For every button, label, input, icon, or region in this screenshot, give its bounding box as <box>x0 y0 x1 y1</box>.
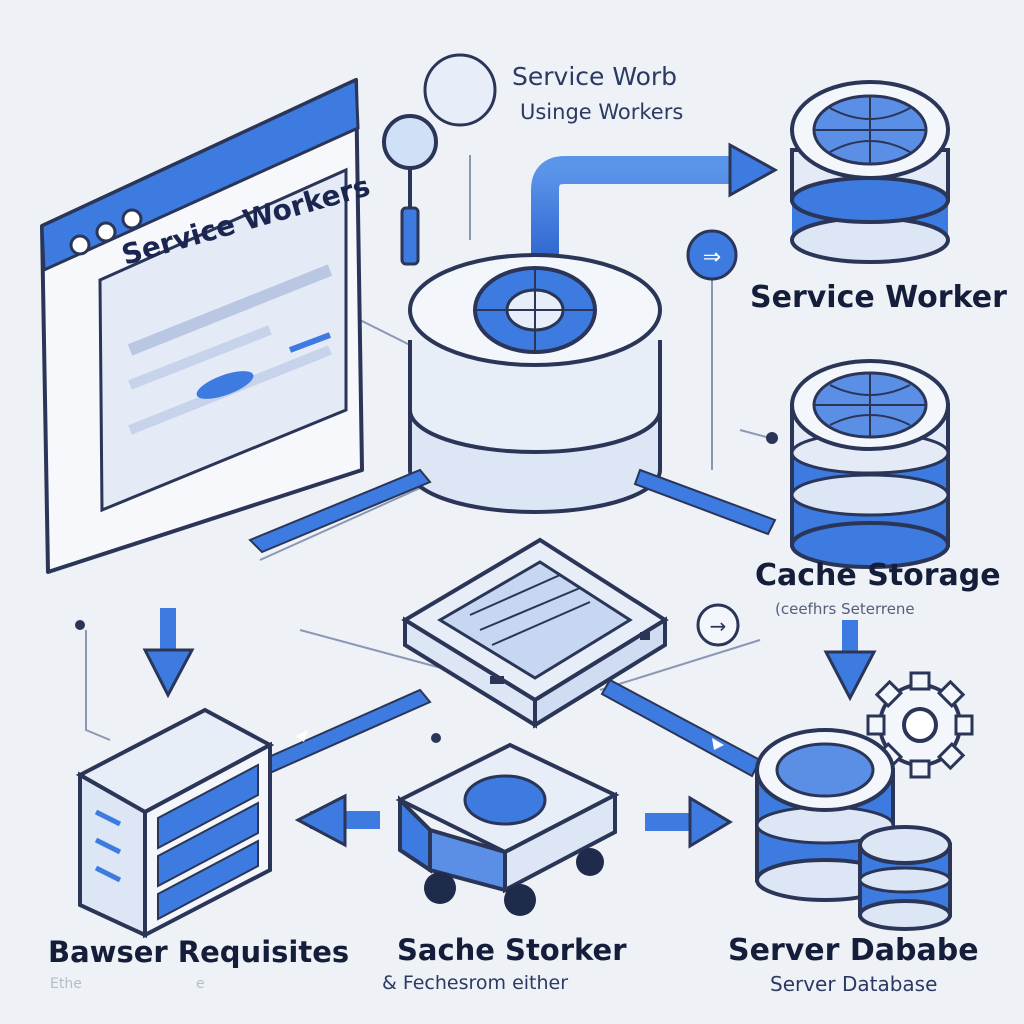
browser-requests-sublabel-right: e <box>196 976 205 992</box>
database-icon <box>858 825 952 931</box>
arrow-down-icon <box>142 608 195 699</box>
arrow-down-icon <box>823 620 877 702</box>
sache-storker-sublabel: & Fechesrom either <box>382 972 569 994</box>
browser-requests-sublabel: Ethe <box>50 976 82 992</box>
cache-storage-label: Cache Storage <box>755 558 1001 593</box>
diagram-subtitle: Usinge Workers <box>520 100 684 124</box>
truck-icon <box>395 742 620 916</box>
magnifier-icon <box>382 53 497 266</box>
diagram-title: Service Worb <box>512 62 678 91</box>
database-icon <box>790 80 950 264</box>
rails <box>248 468 777 778</box>
cache-storage-sublabel: (ceefhrs Seterrene <box>775 600 915 618</box>
server-rack-icon <box>75 707 275 939</box>
arrow-right-icon <box>645 795 733 849</box>
server-database-label: Server Dababe <box>728 933 979 968</box>
window-dot-icon <box>69 234 91 256</box>
service-worker-label: Service Worker <box>750 280 1007 315</box>
forward-icon: → <box>75 603 740 743</box>
window-dot-icon <box>95 221 117 243</box>
status-marker-icon: ⇒ <box>686 229 778 444</box>
window-dot-icon <box>121 208 143 230</box>
rail-arrow-icon <box>296 730 724 750</box>
svg-text:⇒: ⇒ <box>703 245 721 270</box>
router-icon <box>401 537 669 729</box>
server-database-sublabel: Server Database <box>770 972 938 996</box>
browser-window <box>40 77 364 574</box>
browser-requests-label: Bawser Requisites <box>48 935 350 969</box>
arrow-to-service-worker <box>531 142 779 274</box>
arrow-left-icon <box>294 793 380 848</box>
sache-storker-label: Sache Storker <box>397 933 627 967</box>
central-service-worker-icon <box>408 253 662 514</box>
database-icon <box>790 359 950 569</box>
svg-text:→: → <box>710 614 727 638</box>
